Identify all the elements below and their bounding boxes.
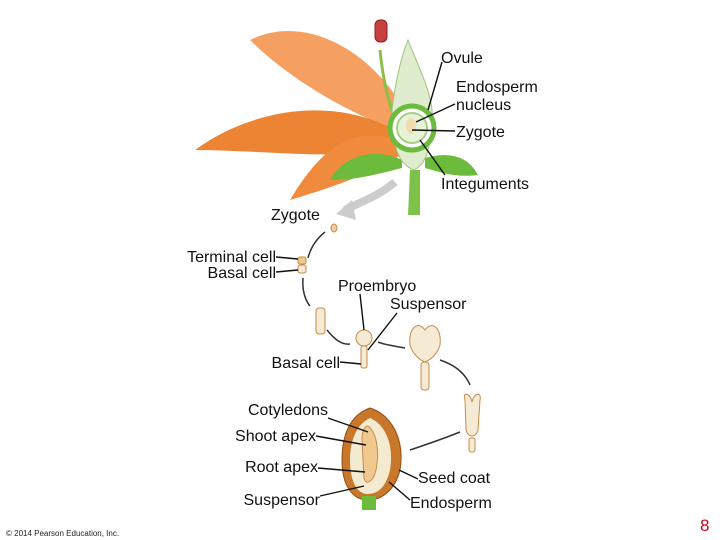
zygote-to-twocell-arrow <box>307 231 326 259</box>
heart-to-torpedo-arrow <box>439 359 471 386</box>
twocell-to-fourcell-arrow <box>302 277 311 307</box>
leader-shoot-apex <box>315 435 367 446</box>
leader-terminal-cell <box>275 256 299 260</box>
page-number: 8 <box>700 516 710 535</box>
label-endosperm-nucleus-line1: Endosperm <box>456 79 538 96</box>
pedicel <box>408 170 420 215</box>
fourcell-embryo <box>315 307 326 335</box>
proembryo-to-globular-arrow <box>377 341 406 349</box>
label-basal-cell-top: Basal cell <box>207 265 276 282</box>
leader-zygote-top <box>411 129 456 132</box>
torpedo-suspensor <box>468 437 476 453</box>
leader-endosperm <box>388 481 411 501</box>
leader-cotyledons <box>327 417 369 433</box>
leaf-right <box>425 155 478 176</box>
flower-to-zygote-arrowhead <box>336 200 356 220</box>
twocell-leaders <box>275 256 299 273</box>
label-cotyledons: Cotyledons <box>247 402 328 419</box>
label-integuments: Integuments <box>441 176 530 193</box>
proembryo-suspensor <box>360 345 368 369</box>
label-shoot-apex: Shoot apex <box>235 428 316 445</box>
leader-basal-cell-top <box>275 269 299 273</box>
proembryo-cluster <box>355 329 373 347</box>
torpedo-to-seed-arrow <box>409 431 461 451</box>
label-basal-cell-mid: Basal cell <box>271 355 340 372</box>
basal-cell-upper <box>297 264 307 274</box>
leader-root-apex <box>317 467 366 473</box>
label-endosperm-nucleus-line2: nucleus <box>456 97 512 114</box>
label-seed-coat: Seed coat <box>418 470 491 487</box>
leader-endosperm-nucleus <box>415 103 456 123</box>
leader-suspensor-bottom <box>319 485 365 497</box>
leaf-left <box>330 153 402 180</box>
label-suspensor-bottom: Suspensor <box>243 492 321 509</box>
leader-basal-cell-mid <box>339 361 362 365</box>
leader-suspensor-mid <box>367 312 398 351</box>
petal-back <box>250 31 395 130</box>
label-suspensor-mid: Suspensor <box>390 296 467 313</box>
heart-embryo-1 <box>409 325 441 363</box>
label-terminal-cell: Terminal cell <box>187 249 276 266</box>
flower-leaders <box>411 61 456 176</box>
flower-illustration <box>195 19 478 215</box>
label-zygote: Zygote <box>271 207 320 224</box>
leader-integuments <box>419 139 446 176</box>
leader-proembryo <box>359 293 365 331</box>
terminal-cell <box>297 256 307 265</box>
seed-leaders <box>315 417 419 501</box>
zygote-in-ovule <box>406 118 416 134</box>
heart-embryo-1-suspensor <box>420 361 430 391</box>
label-ovule: Ovule <box>441 50 483 67</box>
anther <box>374 19 388 43</box>
leader-ovule <box>427 61 443 111</box>
copyright-text: © 2014 Pearson Education, Inc. <box>6 529 120 538</box>
label-proembryo: Proembryo <box>338 278 417 295</box>
fourcell-to-proembryo-arrow <box>326 329 351 345</box>
seed-illustration <box>341 407 402 510</box>
seed-stalk <box>362 496 376 510</box>
label-root-apex: Root apex <box>245 459 318 476</box>
label-zygote-top: Zygote <box>456 124 505 141</box>
proembryo-leaders <box>339 293 398 365</box>
label-endosperm: Endosperm <box>410 495 492 512</box>
torpedo-embryo <box>463 393 481 437</box>
leader-seed-coat <box>398 469 419 480</box>
zygote-cell <box>330 223 338 233</box>
